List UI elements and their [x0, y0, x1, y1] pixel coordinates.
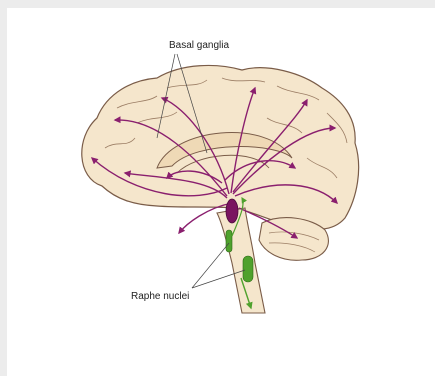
brainstem: [217, 208, 265, 313]
raphe-nucleus-purple: [226, 199, 238, 223]
label-basal-ganglia: Basal ganglia: [169, 40, 229, 51]
label-raphe-nuclei: Raphe nuclei: [131, 291, 189, 302]
figure-panel: Basal ganglia Raphe nuclei: [7, 8, 435, 376]
raphe-nucleus-green-1: [226, 230, 232, 252]
raphe-nucleus-green-2: [243, 256, 253, 282]
brain-diagram: [7, 8, 435, 376]
